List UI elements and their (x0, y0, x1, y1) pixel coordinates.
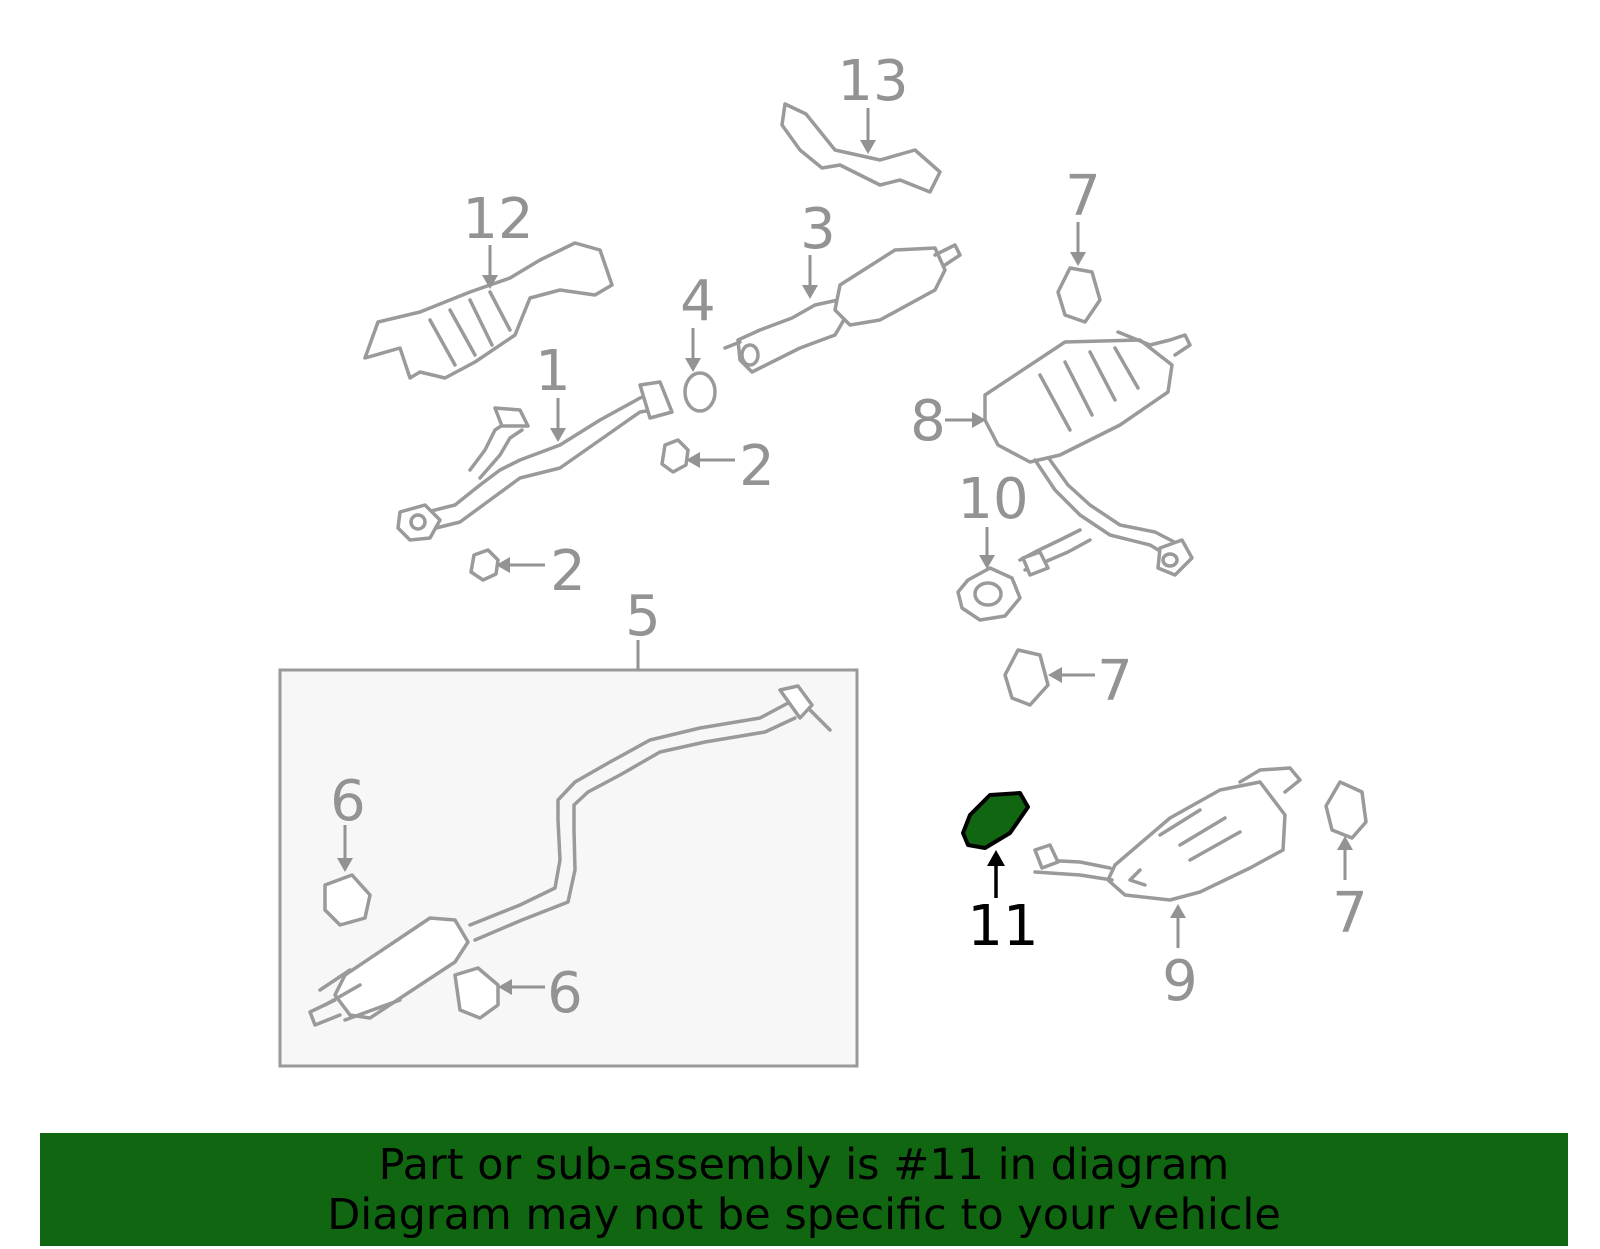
part-2-nut-upper[interactable] (660, 438, 690, 474)
part-8-muffler[interactable] (983, 330, 1194, 577)
info-banner: Part or sub-assembly is #11 in diagram D… (40, 1133, 1568, 1246)
callout-1: 1 (535, 339, 571, 404)
callout-13: 13 (837, 49, 908, 114)
callout-2-upper: 2 (739, 434, 775, 499)
part-4-gasket[interactable] (683, 371, 717, 413)
callout-4: 4 (680, 269, 716, 334)
callout-5: 5 (625, 584, 661, 649)
callout-2-lower: 2 (550, 539, 586, 604)
part-1-front-pipe[interactable] (396, 380, 674, 542)
callout-labels: 1 2 2 3 4 5 6 6 7 7 7 8 9 10 11 12 13 (330, 49, 1368, 1026)
part-11-gasket-highlighted[interactable] (961, 791, 1030, 850)
callout-12: 12 (462, 187, 533, 252)
part-10-gasket[interactable] (956, 566, 1022, 622)
part-7-hanger-middle[interactable] (1003, 648, 1050, 707)
callout-8: 8 (910, 389, 946, 454)
banner-line-disclaimer: Diagram may not be specific to your vehi… (327, 1189, 1281, 1240)
callout-7-middle: 7 (1097, 649, 1133, 714)
part-13-heat-shield[interactable] (780, 102, 942, 194)
callout-3: 3 (800, 197, 836, 262)
part-6-hanger-upper[interactable] (323, 873, 372, 927)
callout-11: 11 (967, 894, 1038, 959)
part-5-assembly-box[interactable] (278, 668, 859, 1068)
part-2-nut-lower[interactable] (469, 548, 500, 582)
callout-7-top: 7 (1065, 164, 1101, 229)
part-7-hanger-top[interactable] (1056, 266, 1102, 324)
callout-10: 10 (957, 467, 1028, 532)
part-6-hanger-lower[interactable] (453, 966, 500, 1020)
banner-line-part-number: Part or sub-assembly is #11 in diagram (378, 1139, 1230, 1190)
callout-9: 9 (1162, 949, 1198, 1014)
part-3-converter[interactable] (723, 243, 962, 374)
part-12-heat-shield[interactable] (363, 241, 614, 380)
callout-7-right: 7 (1332, 881, 1368, 946)
callout-6-upper: 6 (330, 769, 366, 834)
part-9-rear-muffler[interactable] (1033, 766, 1302, 902)
callout-6-lower: 6 (547, 961, 583, 1026)
part-7-hanger-right[interactable] (1324, 780, 1368, 840)
leader-arrows (337, 108, 1353, 995)
